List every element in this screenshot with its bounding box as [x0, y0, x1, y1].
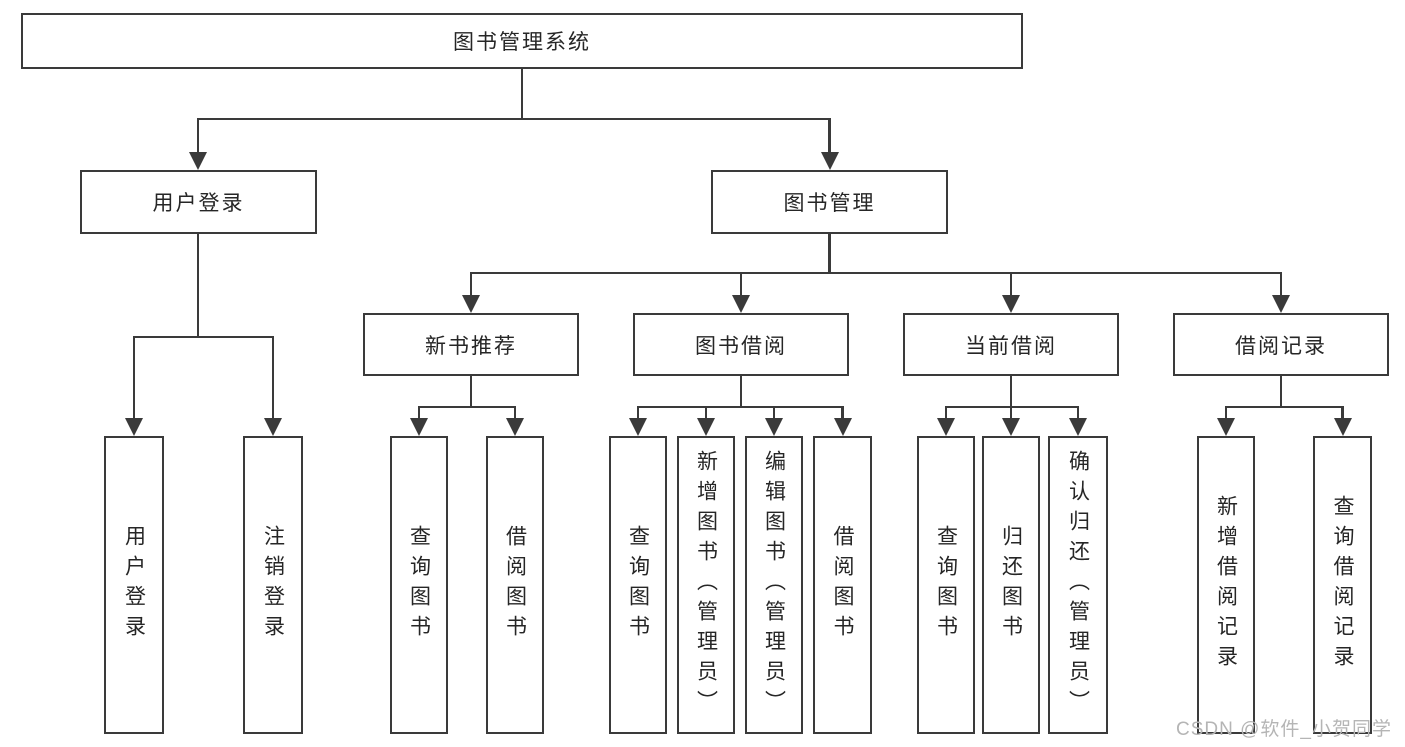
arrowhead: [697, 418, 715, 436]
arrowhead: [629, 418, 647, 436]
leaf-borrow-borrow-books: 借阅图书: [813, 436, 872, 734]
arrowhead: [1333, 418, 1352, 436]
leaf-newrec-borrow-books: 借阅图书: [486, 436, 544, 734]
connector: [513, 407, 517, 420]
arrowhead: [125, 418, 143, 436]
connector: [704, 407, 708, 420]
connector: [132, 335, 274, 339]
arrowhead: [462, 295, 480, 313]
leaf-borrow-edit-books-admin: 编辑图书（管理员）: [745, 436, 803, 734]
connector: [828, 234, 831, 273]
leaf-newrec-query-books: 查询图书: [390, 436, 448, 734]
connector: [469, 271, 1282, 275]
leaf-current-confirm-return-admin: 确认归还（管理员）: [1048, 436, 1108, 734]
arrowhead: [189, 152, 207, 170]
connector: [1224, 405, 1344, 409]
connector: [1224, 407, 1228, 420]
node-current-borrow: 当前借阅: [903, 313, 1119, 376]
node-book-management: 图书管理: [711, 170, 948, 234]
leaf-logout-login: 注销登录: [243, 436, 303, 734]
connector: [944, 407, 948, 420]
connector: [1076, 407, 1080, 420]
arrowhead: [1272, 295, 1290, 313]
connector: [271, 337, 275, 420]
connector: [739, 376, 743, 407]
arrowhead: [937, 418, 955, 436]
arrowhead: [264, 418, 282, 436]
connector: [520, 69, 524, 119]
connector: [196, 234, 200, 337]
arrowhead: [1069, 418, 1087, 436]
connector: [417, 407, 421, 420]
arrowhead: [732, 295, 750, 313]
connector: [1009, 407, 1013, 420]
leaf-current-query-books: 查询图书: [917, 436, 975, 734]
connector: [1279, 273, 1283, 297]
connector: [828, 119, 831, 154]
arrowhead: [765, 418, 783, 436]
connector: [196, 117, 831, 121]
watermark: CSDN @软件_小贺同学: [1176, 719, 1392, 740]
leaf-records-query-borrow-record: 查询借阅记录: [1313, 436, 1372, 734]
connector: [417, 405, 516, 409]
connector: [469, 376, 473, 407]
connector: [739, 273, 743, 297]
connector: [1279, 376, 1283, 407]
connector: [1009, 376, 1013, 407]
connector: [841, 407, 844, 420]
arrowhead: [410, 418, 428, 436]
node-book-borrow: 图书借阅: [633, 313, 849, 376]
arrowhead: [833, 418, 852, 436]
leaf-borrow-add-books-admin: 新增图书（管理员）: [677, 436, 735, 734]
connector: [636, 407, 640, 420]
arrowhead: [506, 418, 524, 436]
node-root: 图书管理系统: [21, 13, 1023, 69]
connector: [772, 407, 776, 420]
node-borrow-records: 借阅记录: [1173, 313, 1389, 376]
connector: [1009, 273, 1013, 297]
leaf-borrow-query-books: 查询图书: [609, 436, 667, 734]
connector: [132, 337, 136, 420]
connector: [469, 273, 473, 297]
leaf-records-add-borrow-record: 新增借阅记录: [1197, 436, 1255, 734]
leaf-user-login: 用户登录: [104, 436, 164, 734]
arrowhead: [820, 152, 839, 170]
connector: [1341, 407, 1344, 420]
arrowhead: [1217, 418, 1235, 436]
connector: [196, 119, 200, 154]
leaf-current-return-books: 归还图书: [982, 436, 1040, 734]
connector: [636, 405, 844, 409]
arrowhead: [1002, 295, 1020, 313]
node-new-book-recommend: 新书推荐: [363, 313, 579, 376]
arrowhead: [1002, 418, 1020, 436]
node-user-login: 用户登录: [80, 170, 317, 234]
